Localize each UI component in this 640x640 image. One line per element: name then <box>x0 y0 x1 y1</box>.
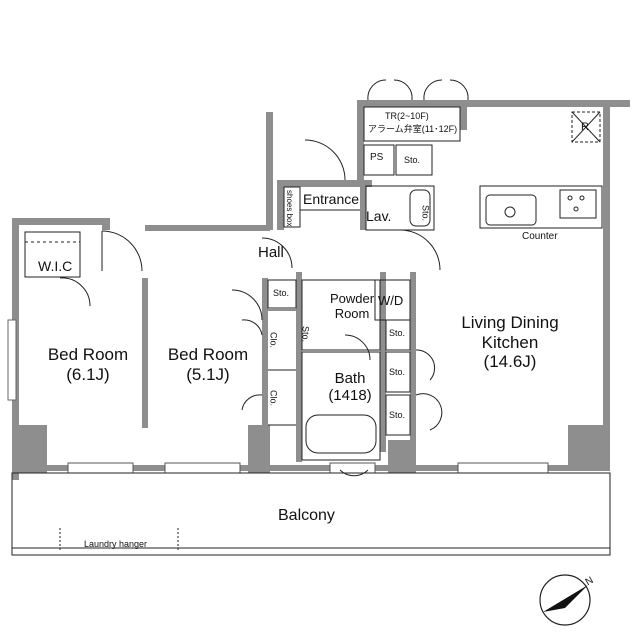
fixtures <box>11 79 611 626</box>
bedroom-2-size: (5.1J) <box>186 364 230 384</box>
tr-label-line2: アラーム弁室(11･12F) <box>368 124 458 134</box>
storage-label-hall: Sto. <box>273 288 290 298</box>
bedroom-2-name: Bed Room <box>167 345 249 364</box>
bath-size: (1418) <box>328 387 372 405</box>
compass-arrow-icon <box>543 585 588 612</box>
storage-label-powder: Sto. <box>389 328 406 338</box>
powder-line2: Room <box>334 305 370 321</box>
ldk-size: (14.6J) <box>483 352 537 372</box>
washer-dryer-label: W/D <box>378 293 404 308</box>
ldk-line2: Kitchen <box>481 332 539 352</box>
walls <box>7 100 630 480</box>
entrance-label: Entrance <box>303 191 360 207</box>
laundry-hanger-label: Laundry hanger <box>84 539 148 549</box>
storage-label-bath-1: Sto. <box>389 367 406 377</box>
closet-label-2: Clo. <box>268 390 279 407</box>
bedroom-1-size: (6.1J) <box>66 364 110 384</box>
storage-label-entrance: Sto. <box>404 155 421 165</box>
storage-label-vertical-powder: Sto. <box>300 326 311 343</box>
wic-label: W.I.C <box>38 258 73 274</box>
bedroom-1-label: Bed Room (6.1J) <box>38 345 138 384</box>
hall-label: Hall <box>258 244 284 261</box>
bedroom-2-label: Bed Room (5.1J) <box>158 345 258 384</box>
ldk-line1: Living Dining <box>461 313 559 332</box>
tr-label-line1: TR(2~10F) <box>385 111 429 121</box>
bath-label: Bath (1418) <box>310 370 390 405</box>
shoes-box-label: shoes box <box>285 190 295 227</box>
storage-label-vertical-lav: Sto. <box>420 205 431 222</box>
powder-line1: Powder <box>330 291 375 306</box>
bedroom-1-name: Bed Room <box>47 345 129 364</box>
storage-label-bath-2: Sto. <box>389 410 406 420</box>
r-mark-label: R <box>581 121 589 133</box>
ldk-label: Living Dining Kitchen (14.6J) <box>440 313 580 372</box>
powder-room-label: Powder Room <box>330 291 375 322</box>
counter-label: Counter <box>522 231 558 242</box>
ps-label: PS <box>370 152 384 163</box>
closet-label-1: Clo. <box>268 332 279 349</box>
lav-label: Lav. <box>366 208 392 224</box>
bath-name: Bath <box>334 370 366 387</box>
balcony-label: Balcony <box>278 507 335 524</box>
